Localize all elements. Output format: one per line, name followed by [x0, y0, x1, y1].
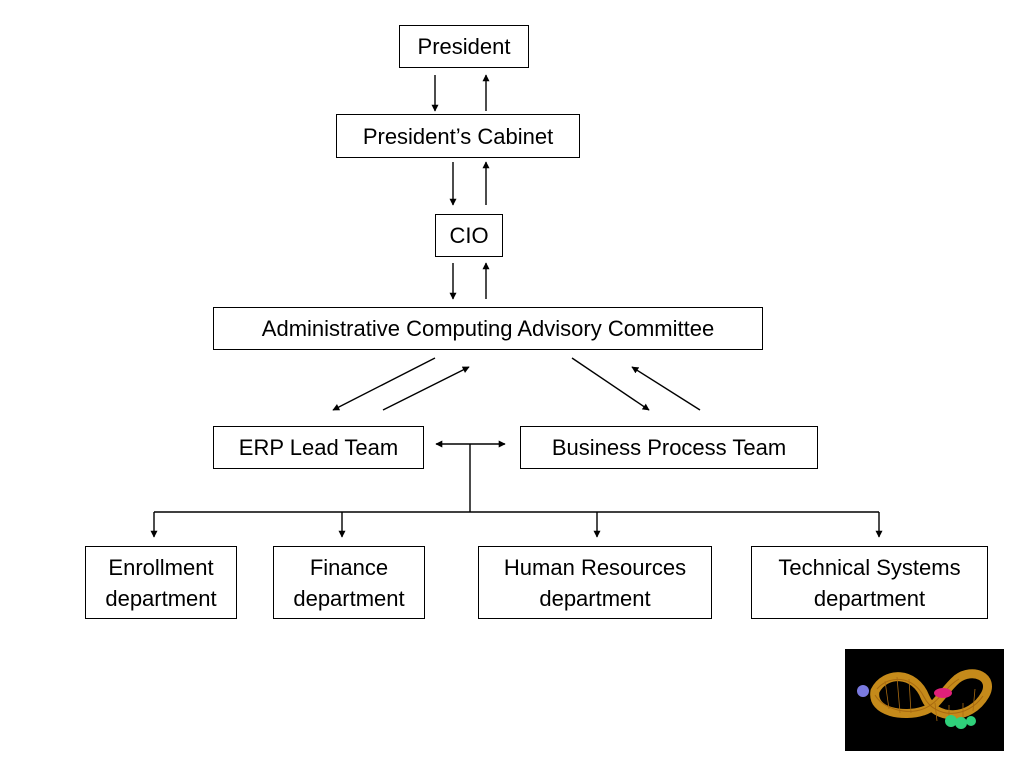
node-erp-label: ERP Lead Team	[238, 435, 399, 460]
node-bpt-label: Business Process Team	[551, 435, 787, 460]
node-enrollment-department: Enrollment department	[85, 546, 237, 619]
node-advisory-committee: Administrative Computing Advisory Commit…	[213, 307, 763, 350]
node-finance-department: Finance department	[273, 546, 425, 619]
node-business-process-team: Business Process Team	[520, 426, 818, 469]
node-president-label: President	[417, 34, 511, 59]
arrow-bpt-to-committee	[631, 366, 701, 411]
node-finance-line1: Finance	[309, 554, 389, 580]
node-hr-line2: department	[539, 585, 651, 611]
arrow-erp-to-committee	[382, 366, 470, 411]
arrow-committee-to-erp	[332, 357, 436, 411]
node-cabinet-label: President’s Cabinet	[362, 123, 554, 149]
node-enrollment-line1: Enrollment	[108, 554, 214, 580]
arrow-committee-to-bpt	[571, 357, 650, 411]
node-tech-line2: department	[813, 585, 926, 611]
node-enrollment-line2: department	[105, 585, 217, 611]
mobius-strip-logo-icon	[845, 649, 1004, 751]
node-hr-department: Human Resources department	[478, 546, 712, 619]
node-presidents-cabinet: President’s Cabinet	[336, 114, 580, 158]
node-finance-line2: department	[293, 585, 405, 611]
node-cio-label: CIO	[449, 223, 489, 248]
node-erp-lead-team: ERP Lead Team	[213, 426, 424, 469]
node-hr-line1: Human Resources	[503, 554, 687, 580]
node-tech-line1: Technical Systems	[778, 554, 961, 580]
node-president: President	[399, 25, 529, 68]
node-cio: CIO	[435, 214, 503, 257]
node-tech-systems-department: Technical Systems department	[751, 546, 988, 619]
node-committee-label: Administrative Computing Advisory Commit…	[261, 316, 715, 341]
